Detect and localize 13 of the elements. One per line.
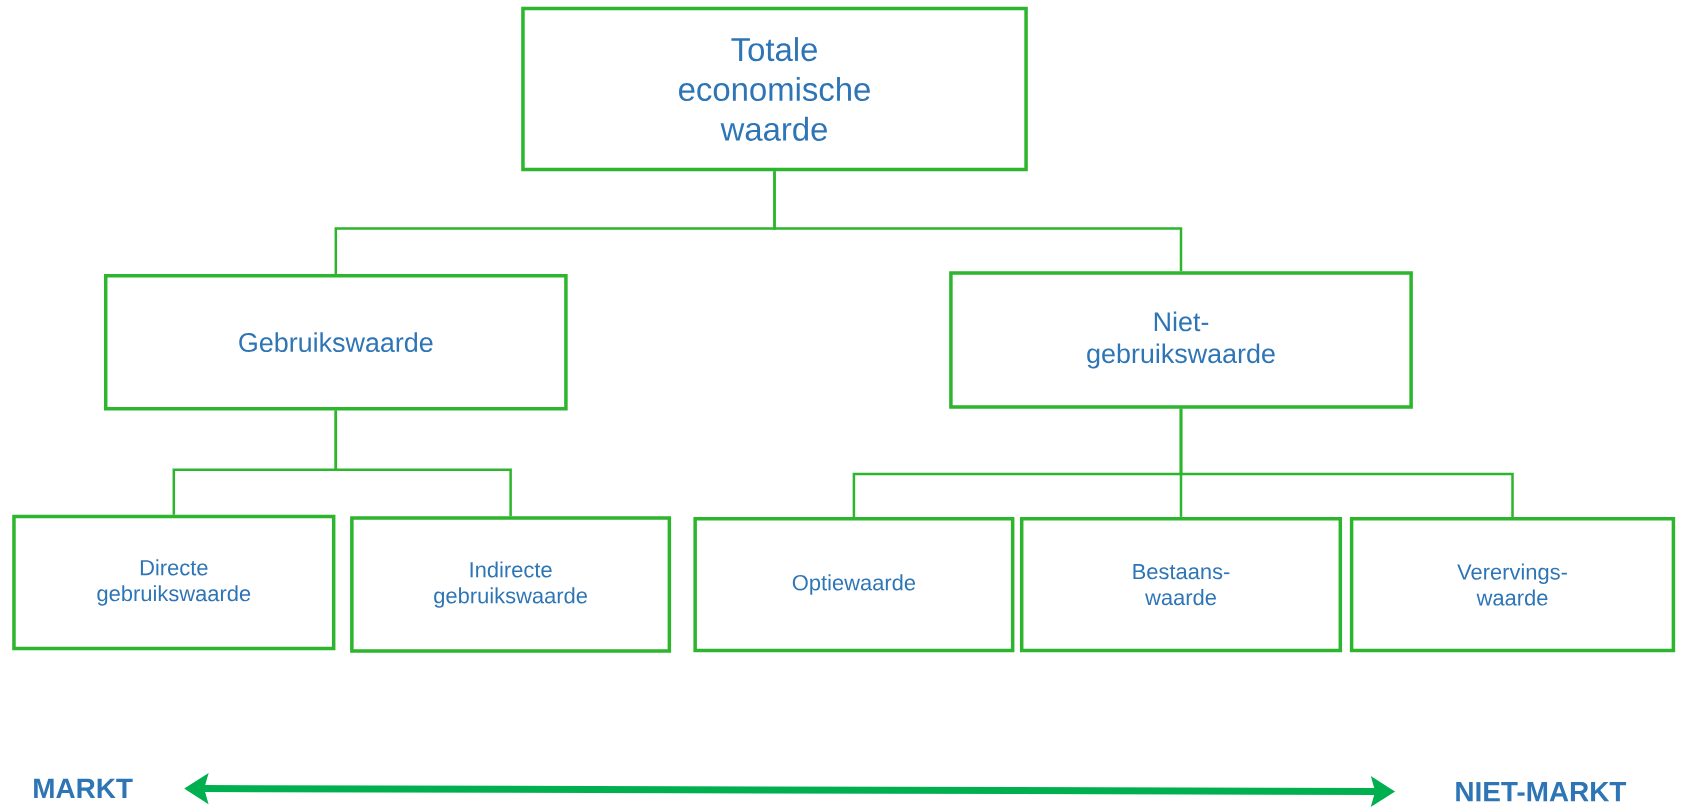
value-box: Directe gebruikswaarde [12,514,336,651]
value-box: Optiewaarde [693,516,1015,653]
end-label: NIET-MARKT [1456,782,1627,802]
value-box: Bestaans-waarde [1019,516,1343,653]
value-box: Gebruikswaarde [103,273,568,411]
value-box: Indirecte gebruikswaarde [350,516,672,653]
end-label: MARKT [34,778,133,798]
value-box: Niet-gebruikswaarde [949,271,1413,409]
value-box: Verervings-waarde [1349,516,1676,653]
connector-line [1179,408,1514,517]
value-box: Totale economische waarde [521,6,1028,172]
connector-line [334,410,512,517]
connector-line [773,171,1183,272]
